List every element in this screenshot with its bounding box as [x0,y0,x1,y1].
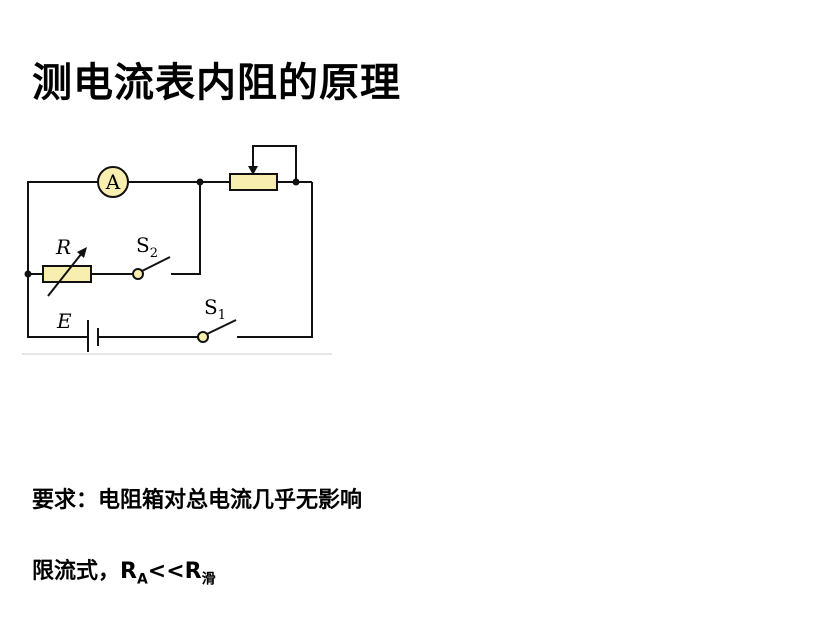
mode-text: 限流式，RA<<R滑 [32,559,216,588]
rheostat [229,173,278,191]
switch2-lever [141,256,171,272]
battery-label: E [56,309,72,333]
requirement-text: 要求：电阻箱对总电流几乎无影响 [32,488,363,513]
wire-top [27,181,98,274]
variable-arrow-icon [77,247,87,258]
rheostat-slider [252,145,297,182]
resistor-label: R [55,235,71,259]
switch1-pivot [197,331,209,343]
junction [196,178,204,186]
junction [24,270,32,278]
switch2-pivot [132,268,144,280]
junction [292,178,300,186]
switch2-label: S2 [136,233,158,261]
page-title: 测电流表内阻的原理 [32,60,401,106]
resistor-box [42,265,92,283]
ammeter [97,166,129,198]
switch1-label: S1 [204,295,226,323]
slider-arrow-icon [248,166,258,175]
ammeter-label: A [105,170,121,194]
switch1-lever [206,319,237,335]
